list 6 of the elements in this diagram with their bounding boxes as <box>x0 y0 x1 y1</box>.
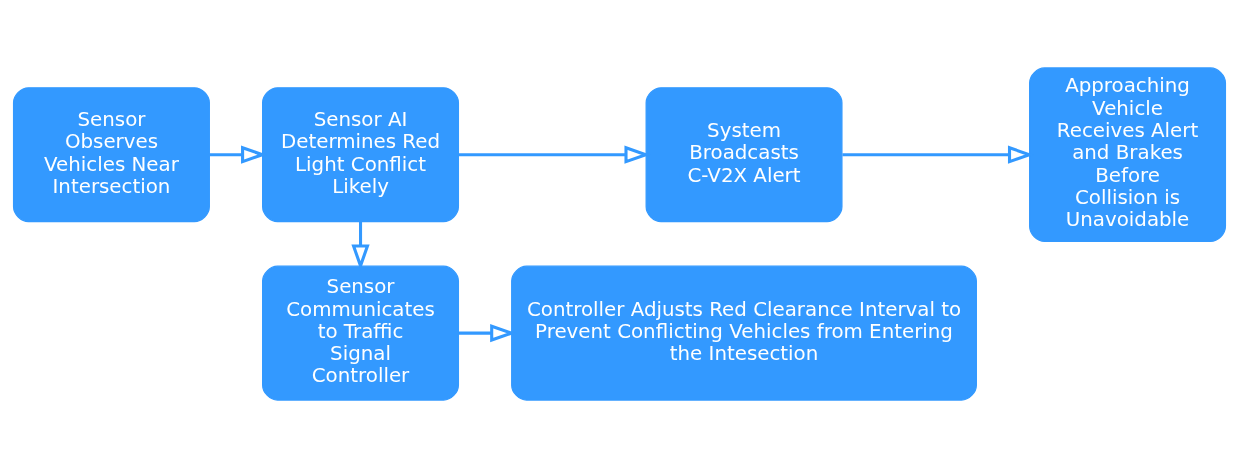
node-box: Controller Adjusts Red Clearance Interval to Prevent Conflicting Vehicles from Entering the Intesection <box>511 265 977 401</box>
node-box: System Broadcasts C-V2X Alert <box>645 87 843 223</box>
node-box: Sensor AI Determines Red Light Conflict Likely <box>262 87 460 223</box>
node-box: Sensor Communicates to Traffic Signal Controller <box>262 265 460 401</box>
node-box: Sensor Observes Vehicles Near Intersection <box>12 87 210 223</box>
node-box: Approaching Vehicle Receives Alert and Brakes Before Collision is Unavoidable <box>1029 67 1227 243</box>
